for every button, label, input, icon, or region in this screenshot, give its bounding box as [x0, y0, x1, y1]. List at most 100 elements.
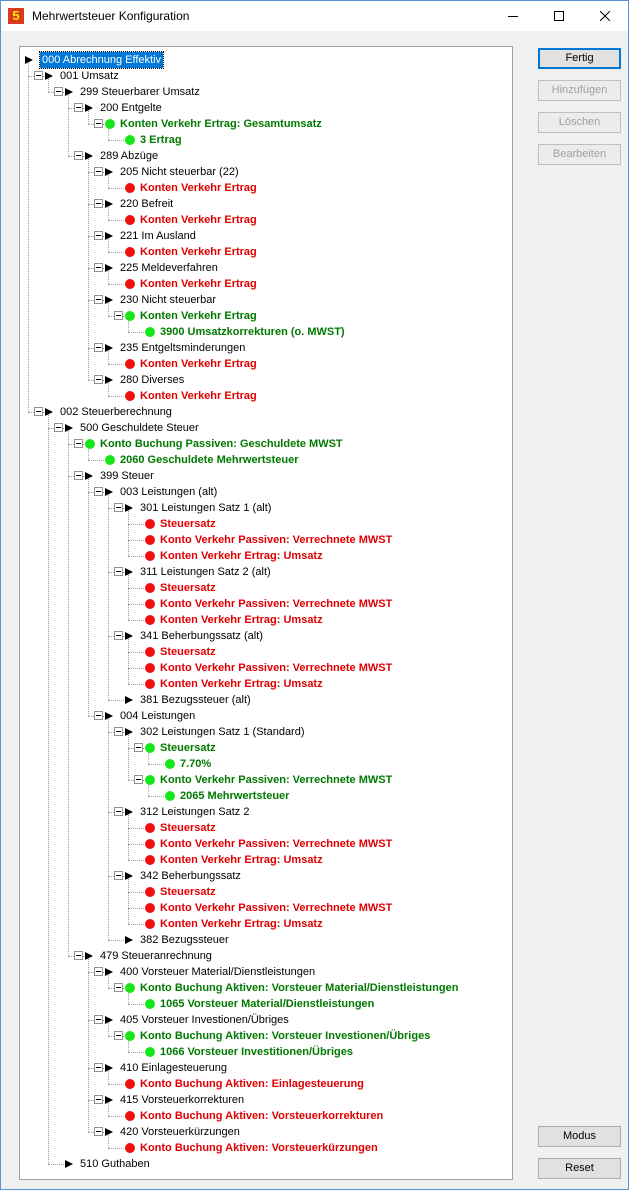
- tree-node[interactable]: 382 Bezugssteuer: [20, 932, 512, 948]
- tree-leaf-node[interactable]: Steuersatz: [20, 740, 512, 756]
- tree-node[interactable]: 001 Umsatz: [20, 68, 512, 84]
- tree-leaf-node[interactable]: Konto Buchung Aktiven: Vorsteuer Investi…: [20, 1028, 512, 1044]
- collapse-toggle-icon[interactable]: [34, 71, 43, 80]
- tree-node[interactable]: 510 Guthaben: [20, 1156, 512, 1172]
- tree-node[interactable]: 225 Meldeverfahren: [20, 260, 512, 276]
- tree-leaf-node[interactable]: Konto Buchung Aktiven: Einlagesteuerung: [20, 1076, 512, 1092]
- collapse-toggle-icon[interactable]: [94, 231, 103, 240]
- tree-leaf-node[interactable]: Konten Verkehr Ertrag: Umsatz: [20, 676, 512, 692]
- tree-leaf-node[interactable]: Konten Verkehr Ertrag: Umsatz: [20, 852, 512, 868]
- tree-leaf-node[interactable]: Konten Verkehr Ertrag: [20, 212, 512, 228]
- tree-node[interactable]: 235 Entgeltsminderungen: [20, 340, 512, 356]
- collapse-toggle-icon[interactable]: [94, 487, 103, 496]
- tree-node[interactable]: 200 Entgelte: [20, 100, 512, 116]
- collapse-toggle-icon[interactable]: [114, 807, 123, 816]
- collapse-toggle-icon[interactable]: [114, 567, 123, 576]
- collapse-toggle-icon[interactable]: [134, 743, 143, 752]
- collapse-toggle-icon[interactable]: [54, 87, 63, 96]
- tree-node[interactable]: 220 Befreit: [20, 196, 512, 212]
- modus-button[interactable]: Modus: [538, 1126, 621, 1147]
- collapse-toggle-icon[interactable]: [114, 311, 123, 320]
- tree-leaf-node[interactable]: Konten Verkehr Ertrag: [20, 356, 512, 372]
- tree-node[interactable]: 280 Diverses: [20, 372, 512, 388]
- tree-leaf-node[interactable]: Konten Verkehr Ertrag: [20, 388, 512, 404]
- collapse-toggle-icon[interactable]: [94, 1063, 103, 1072]
- collapse-toggle-icon[interactable]: [94, 199, 103, 208]
- collapse-toggle-icon[interactable]: [74, 439, 83, 448]
- tree-leaf-node[interactable]: Konto Buchung Aktiven: Vorsteuerkorrektu…: [20, 1108, 512, 1124]
- collapse-toggle-icon[interactable]: [134, 775, 143, 784]
- tree-node[interactable]: 302 Leistungen Satz 1 (Standard): [20, 724, 512, 740]
- collapse-toggle-icon[interactable]: [74, 471, 83, 480]
- tree-node[interactable]: 003 Leistungen (alt): [20, 484, 512, 500]
- reset-button[interactable]: Reset: [538, 1158, 621, 1179]
- tree-leaf-node[interactable]: Konten Verkehr Ertrag: [20, 308, 512, 324]
- tree-leaf-node[interactable]: 1066 Vorsteuer Investitionen/Übriges: [20, 1044, 512, 1060]
- tree-leaf-node[interactable]: Konto Verkehr Passiven: Verrechnete MWST: [20, 660, 512, 676]
- tree-leaf-node[interactable]: Konto Buchung Passiven: Geschuldete MWST: [20, 436, 512, 452]
- tree-leaf-node[interactable]: Steuersatz: [20, 644, 512, 660]
- tree-leaf-node[interactable]: Steuersatz: [20, 516, 512, 532]
- tree-leaf-node[interactable]: Konten Verkehr Ertrag: [20, 180, 512, 196]
- tree-node[interactable]: 004 Leistungen: [20, 708, 512, 724]
- tree-leaf-node[interactable]: 7.70%: [20, 756, 512, 772]
- tree-node[interactable]: 420 Vorsteuerkürzungen: [20, 1124, 512, 1140]
- tree-leaf-node[interactable]: Konto Verkehr Passiven: Verrechnete MWST: [20, 596, 512, 612]
- tree-leaf-node[interactable]: 3900 Umsatzkorrekturen (o. MWST): [20, 324, 512, 340]
- tree-node[interactable]: 301 Leistungen Satz 1 (alt): [20, 500, 512, 516]
- tree-node[interactable]: 312 Leistungen Satz 2: [20, 804, 512, 820]
- collapse-toggle-icon[interactable]: [94, 711, 103, 720]
- tree-node[interactable]: 341 Beherbungssatz (alt): [20, 628, 512, 644]
- maximize-button[interactable]: [536, 1, 582, 31]
- tree-leaf-node[interactable]: 1065 Vorsteuer Material/Dienstleistungen: [20, 996, 512, 1012]
- tree-leaf-node[interactable]: 3 Ertrag: [20, 132, 512, 148]
- tree-node[interactable]: 400 Vorsteuer Material/Dienstleistungen: [20, 964, 512, 980]
- tree-leaf-node[interactable]: Steuersatz: [20, 820, 512, 836]
- collapse-toggle-icon[interactable]: [114, 503, 123, 512]
- hinzufuegen-button[interactable]: Hinzufügen: [538, 80, 621, 101]
- collapse-toggle-icon[interactable]: [94, 343, 103, 352]
- minimize-button[interactable]: [490, 1, 536, 31]
- tree-node[interactable]: 381 Bezugssteuer (alt): [20, 692, 512, 708]
- tree-leaf-node[interactable]: 2060 Geschuldete Mehrwertsteuer: [20, 452, 512, 468]
- collapse-toggle-icon[interactable]: [74, 151, 83, 160]
- tree-node[interactable]: 399 Steuer: [20, 468, 512, 484]
- tree-node[interactable]: 415 Vorsteuerkorrekturen: [20, 1092, 512, 1108]
- tree-node[interactable]: 230 Nicht steuerbar: [20, 292, 512, 308]
- tree-node[interactable]: 221 Im Ausland: [20, 228, 512, 244]
- collapse-toggle-icon[interactable]: [94, 967, 103, 976]
- collapse-toggle-icon[interactable]: [74, 951, 83, 960]
- tree-node[interactable]: 299 Steuerbarer Umsatz: [20, 84, 512, 100]
- collapse-toggle-icon[interactable]: [94, 1127, 103, 1136]
- tree-leaf-node[interactable]: Konten Verkehr Ertrag: Gesamtumsatz: [20, 116, 512, 132]
- tree-leaf-node[interactable]: Konto Verkehr Passiven: Verrechnete MWST: [20, 532, 512, 548]
- collapse-toggle-icon[interactable]: [94, 119, 103, 128]
- tree-leaf-node[interactable]: Konten Verkehr Ertrag: [20, 244, 512, 260]
- close-button[interactable]: [582, 1, 628, 31]
- tree-node[interactable]: 311 Leistungen Satz 2 (alt): [20, 564, 512, 580]
- collapse-toggle-icon[interactable]: [34, 407, 43, 416]
- tree-node[interactable]: 000 Abrechnung Effektiv: [20, 51, 512, 69]
- collapse-toggle-icon[interactable]: [94, 375, 103, 384]
- tree-node[interactable]: 405 Vorsteuer Investionen/Übriges: [20, 1012, 512, 1028]
- collapse-toggle-icon[interactable]: [94, 263, 103, 272]
- tree-node[interactable]: 342 Beherbungssatz: [20, 868, 512, 884]
- tree-node[interactable]: 410 Einlagesteuerung: [20, 1060, 512, 1076]
- collapse-toggle-icon[interactable]: [114, 871, 123, 880]
- collapse-toggle-icon[interactable]: [94, 1095, 103, 1104]
- collapse-toggle-icon[interactable]: [114, 983, 123, 992]
- tree-leaf-node[interactable]: Konto Verkehr Passiven: Verrechnete MWST: [20, 772, 512, 788]
- tree-node[interactable]: 205 Nicht steuerbar (22): [20, 164, 512, 180]
- collapse-toggle-icon[interactable]: [94, 1015, 103, 1024]
- tree-node[interactable]: 500 Geschuldete Steuer: [20, 420, 512, 436]
- bearbeiten-button[interactable]: Bearbeiten: [538, 144, 621, 165]
- fertig-button[interactable]: Fertig: [538, 48, 621, 69]
- collapse-toggle-icon[interactable]: [54, 423, 63, 432]
- collapse-toggle-icon[interactable]: [114, 631, 123, 640]
- collapse-toggle-icon[interactable]: [74, 103, 83, 112]
- tree-leaf-node[interactable]: 2065 Mehrwertsteuer: [20, 788, 512, 804]
- tree-node[interactable]: 479 Steueranrechnung: [20, 948, 512, 964]
- tree-node[interactable]: 289 Abzüge: [20, 148, 512, 164]
- tree-leaf-node[interactable]: Konto Buchung Aktiven: Vorsteuerkürzunge…: [20, 1140, 512, 1156]
